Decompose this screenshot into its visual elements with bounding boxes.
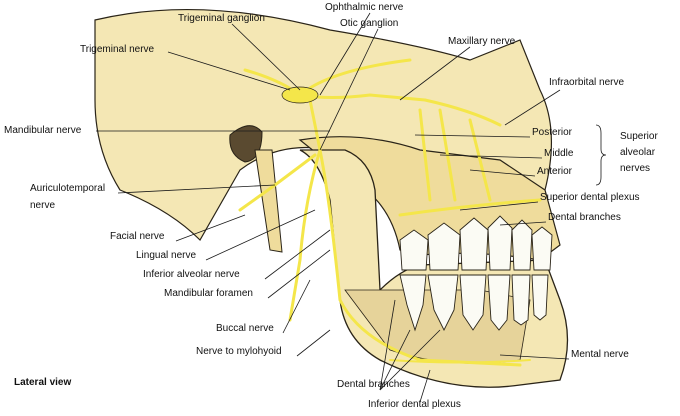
label-inferior-alveolar-nerve: Inferior alveolar nerve xyxy=(143,269,240,280)
label-trigeminal-ganglion: Trigeminal ganglion xyxy=(178,13,265,24)
label-ophthalmic-nerve: Ophthalmic nerve xyxy=(325,2,404,13)
label-mandibular-foramen: Mandibular foramen xyxy=(164,288,253,299)
label-auriculotemporal-1: Auriculotemporal xyxy=(30,183,106,194)
label-lateral-view: Lateral view xyxy=(14,377,72,388)
label-infraorbital-nerve: Infraorbital nerve xyxy=(549,77,625,88)
label-otic-ganglion: Otic ganglion xyxy=(340,18,399,29)
label-dental-branches-lower: Dental branches xyxy=(337,379,410,390)
leader-lines xyxy=(96,12,607,403)
label-nerve-to-mylohyoid: Nerve to mylohyoid xyxy=(196,346,282,357)
label-inferior-dental-plexus: Inferior dental plexus xyxy=(368,399,461,410)
label-superior-alveolar-1: Superior xyxy=(620,131,658,142)
label-maxillary-nerve: Maxillary nerve xyxy=(448,36,516,47)
label-middle: Middle xyxy=(544,148,574,159)
label-posterior: Posterior xyxy=(532,127,573,138)
label-lingual-nerve: Lingual nerve xyxy=(136,250,197,261)
label-mandibular-nerve: Mandibular nerve xyxy=(4,125,82,136)
label-mental-nerve: Mental nerve xyxy=(571,349,629,360)
lower-teeth xyxy=(399,274,549,332)
label-superior-alveolar-3: nerves xyxy=(620,163,651,174)
label-anterior: Anterior xyxy=(537,166,573,177)
label-buccal-nerve: Buccal nerve xyxy=(216,323,274,334)
label-trigeminal-nerve: Trigeminal nerve xyxy=(80,44,155,55)
label-dental-branches-upper: Dental branches xyxy=(548,212,621,223)
upper-teeth xyxy=(399,215,553,271)
label-auriculotemporal-2: nerve xyxy=(30,200,56,211)
label-superior-dental-plexus: Superior dental plexus xyxy=(540,192,640,203)
label-facial-nerve: Facial nerve xyxy=(110,231,165,242)
label-superior-alveolar-2: alveolar xyxy=(620,147,656,158)
